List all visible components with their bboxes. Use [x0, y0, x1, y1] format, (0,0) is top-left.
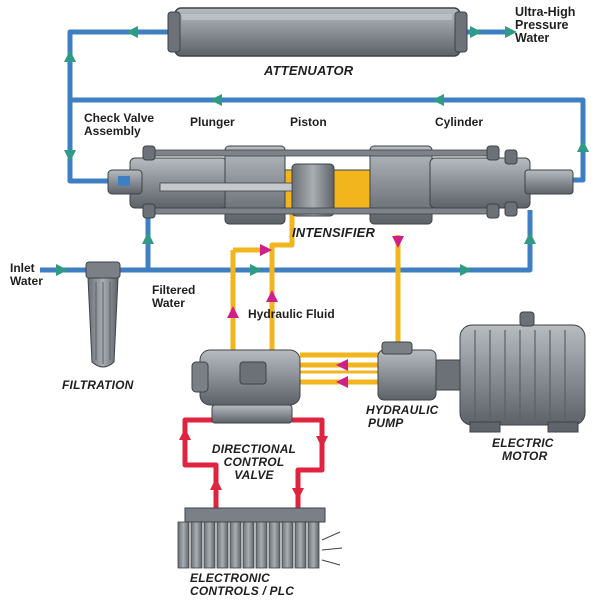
- inlet-water-label: Inlet Water: [10, 261, 43, 288]
- hydraulic-line-left: [269, 205, 295, 355]
- electronic-controls-plc-label: ELECTRONIC CONTROLS / PLC: [190, 571, 295, 598]
- intensifier: [107, 145, 574, 225]
- arrow-uhp: [505, 26, 517, 38]
- hydraulic-pump: [377, 341, 463, 401]
- water-flow-arrows: [56, 26, 589, 276]
- control-line-right: [292, 417, 325, 510]
- directional-control-valve-label: DIRECTIONAL CONTROL VALVE: [211, 442, 297, 482]
- hydraulic-fluid-label: Hydraulic Fluid: [248, 307, 335, 321]
- hydraulic-line-right: [300, 235, 401, 358]
- inlet-water-line: [40, 210, 533, 273]
- electronic-controls-plc: [177, 507, 343, 569]
- filtration: [85, 261, 121, 368]
- plunger-label: Plunger: [190, 115, 235, 129]
- piston-label: Piston: [290, 115, 327, 129]
- control-flow-arrows: [179, 428, 328, 500]
- attenuator-return-line: [67, 29, 175, 184]
- hydraulic-flow-arrows: [227, 236, 404, 388]
- cylinder-label: Cylinder: [435, 115, 484, 129]
- directional-control-valve: [191, 349, 301, 424]
- filtered-water-label: Filtered Water: [152, 283, 196, 310]
- filtration-label: FILTRATION: [62, 378, 134, 392]
- electric-motor: [459, 311, 586, 433]
- uhp-water-label: Ultra-High Pressure Water: [515, 5, 576, 45]
- hydraulic-pump-label: HYDRAULIC PUMP: [366, 403, 439, 430]
- attenuator: [167, 7, 468, 57]
- intensifier-label: INTENSIFIER: [292, 225, 376, 240]
- check-valve-assembly-label: Check Valve Assembly: [84, 111, 155, 138]
- attenuator-label: ATTENUATOR: [264, 63, 354, 78]
- electric-motor-label: ELECTRIC MOTOR: [492, 436, 554, 463]
